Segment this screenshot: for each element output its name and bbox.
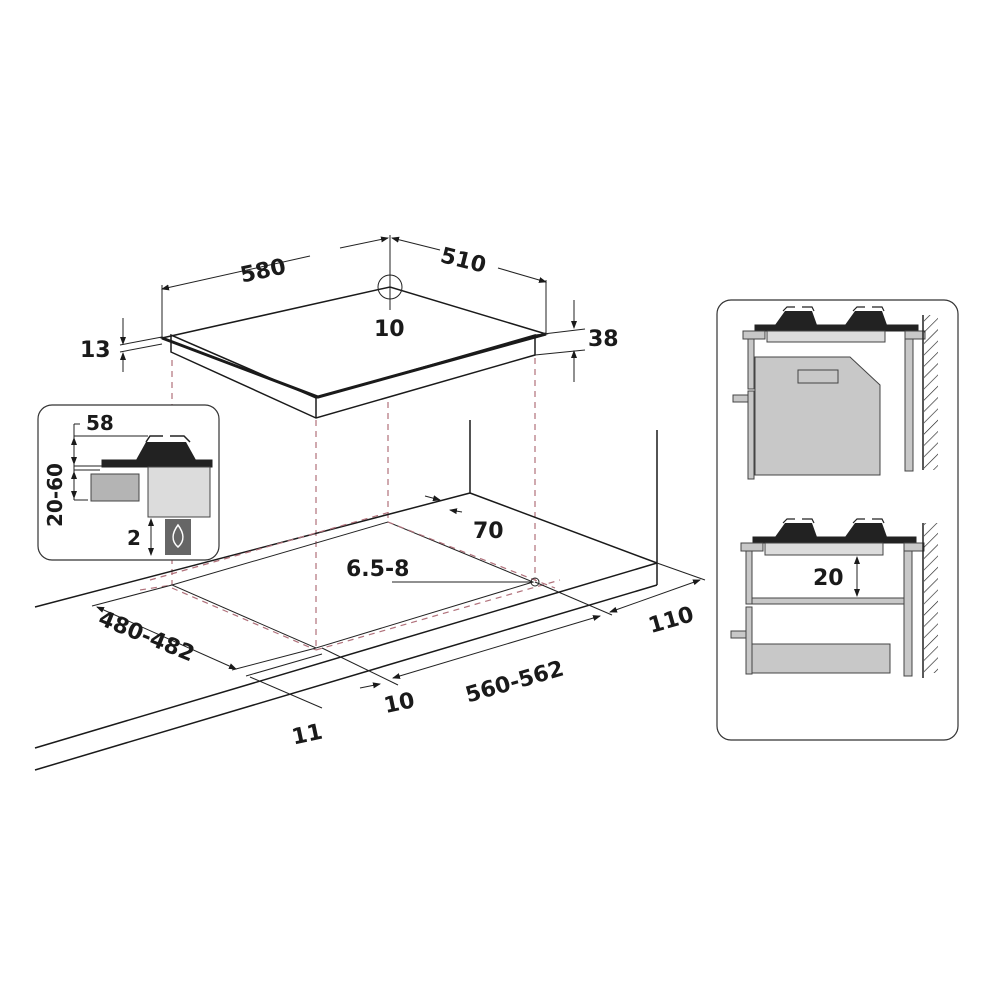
- dim-width: 580: [238, 255, 288, 289]
- inset-label-gap: 2: [127, 526, 141, 550]
- inset-installation-options: [716, 299, 959, 741]
- projection-guides: [171, 358, 536, 648]
- hob-unit: [159, 235, 549, 419]
- dim-side-offset: 10: [382, 688, 417, 719]
- cutout-dimensions: [91, 495, 706, 709]
- scenario-drawer: [730, 518, 938, 678]
- inset-label-side: 20-60: [43, 463, 67, 527]
- inset-label-top: 58: [86, 411, 114, 435]
- hob-body: [170, 333, 536, 419]
- dim-cutout-depth: 480-482: [95, 606, 198, 667]
- hob-glass-top: [159, 286, 549, 398]
- dim-depth: 510: [438, 243, 489, 278]
- scenario-oven: [732, 306, 938, 480]
- dim-side-wall: 110: [646, 602, 697, 639]
- gas-flame-icon: [172, 523, 184, 548]
- dim-corner-radius: 10: [374, 317, 405, 342]
- inset-hob-section: [37, 404, 220, 561]
- hob-dimensions: [119, 236, 586, 382]
- dim-total-height: 38: [588, 327, 619, 352]
- inset-label-drawer-gap: 20: [813, 566, 844, 591]
- dim-cutout-width: 560-562: [463, 657, 567, 709]
- dim-gas-inlet: 6.5-8: [346, 557, 409, 582]
- dim-glass-thickness: 13: [80, 338, 111, 363]
- wall-hatch: [924, 315, 938, 470]
- dim-front-distance: 11: [290, 720, 325, 751]
- dim-rear-distance: 70: [473, 519, 504, 544]
